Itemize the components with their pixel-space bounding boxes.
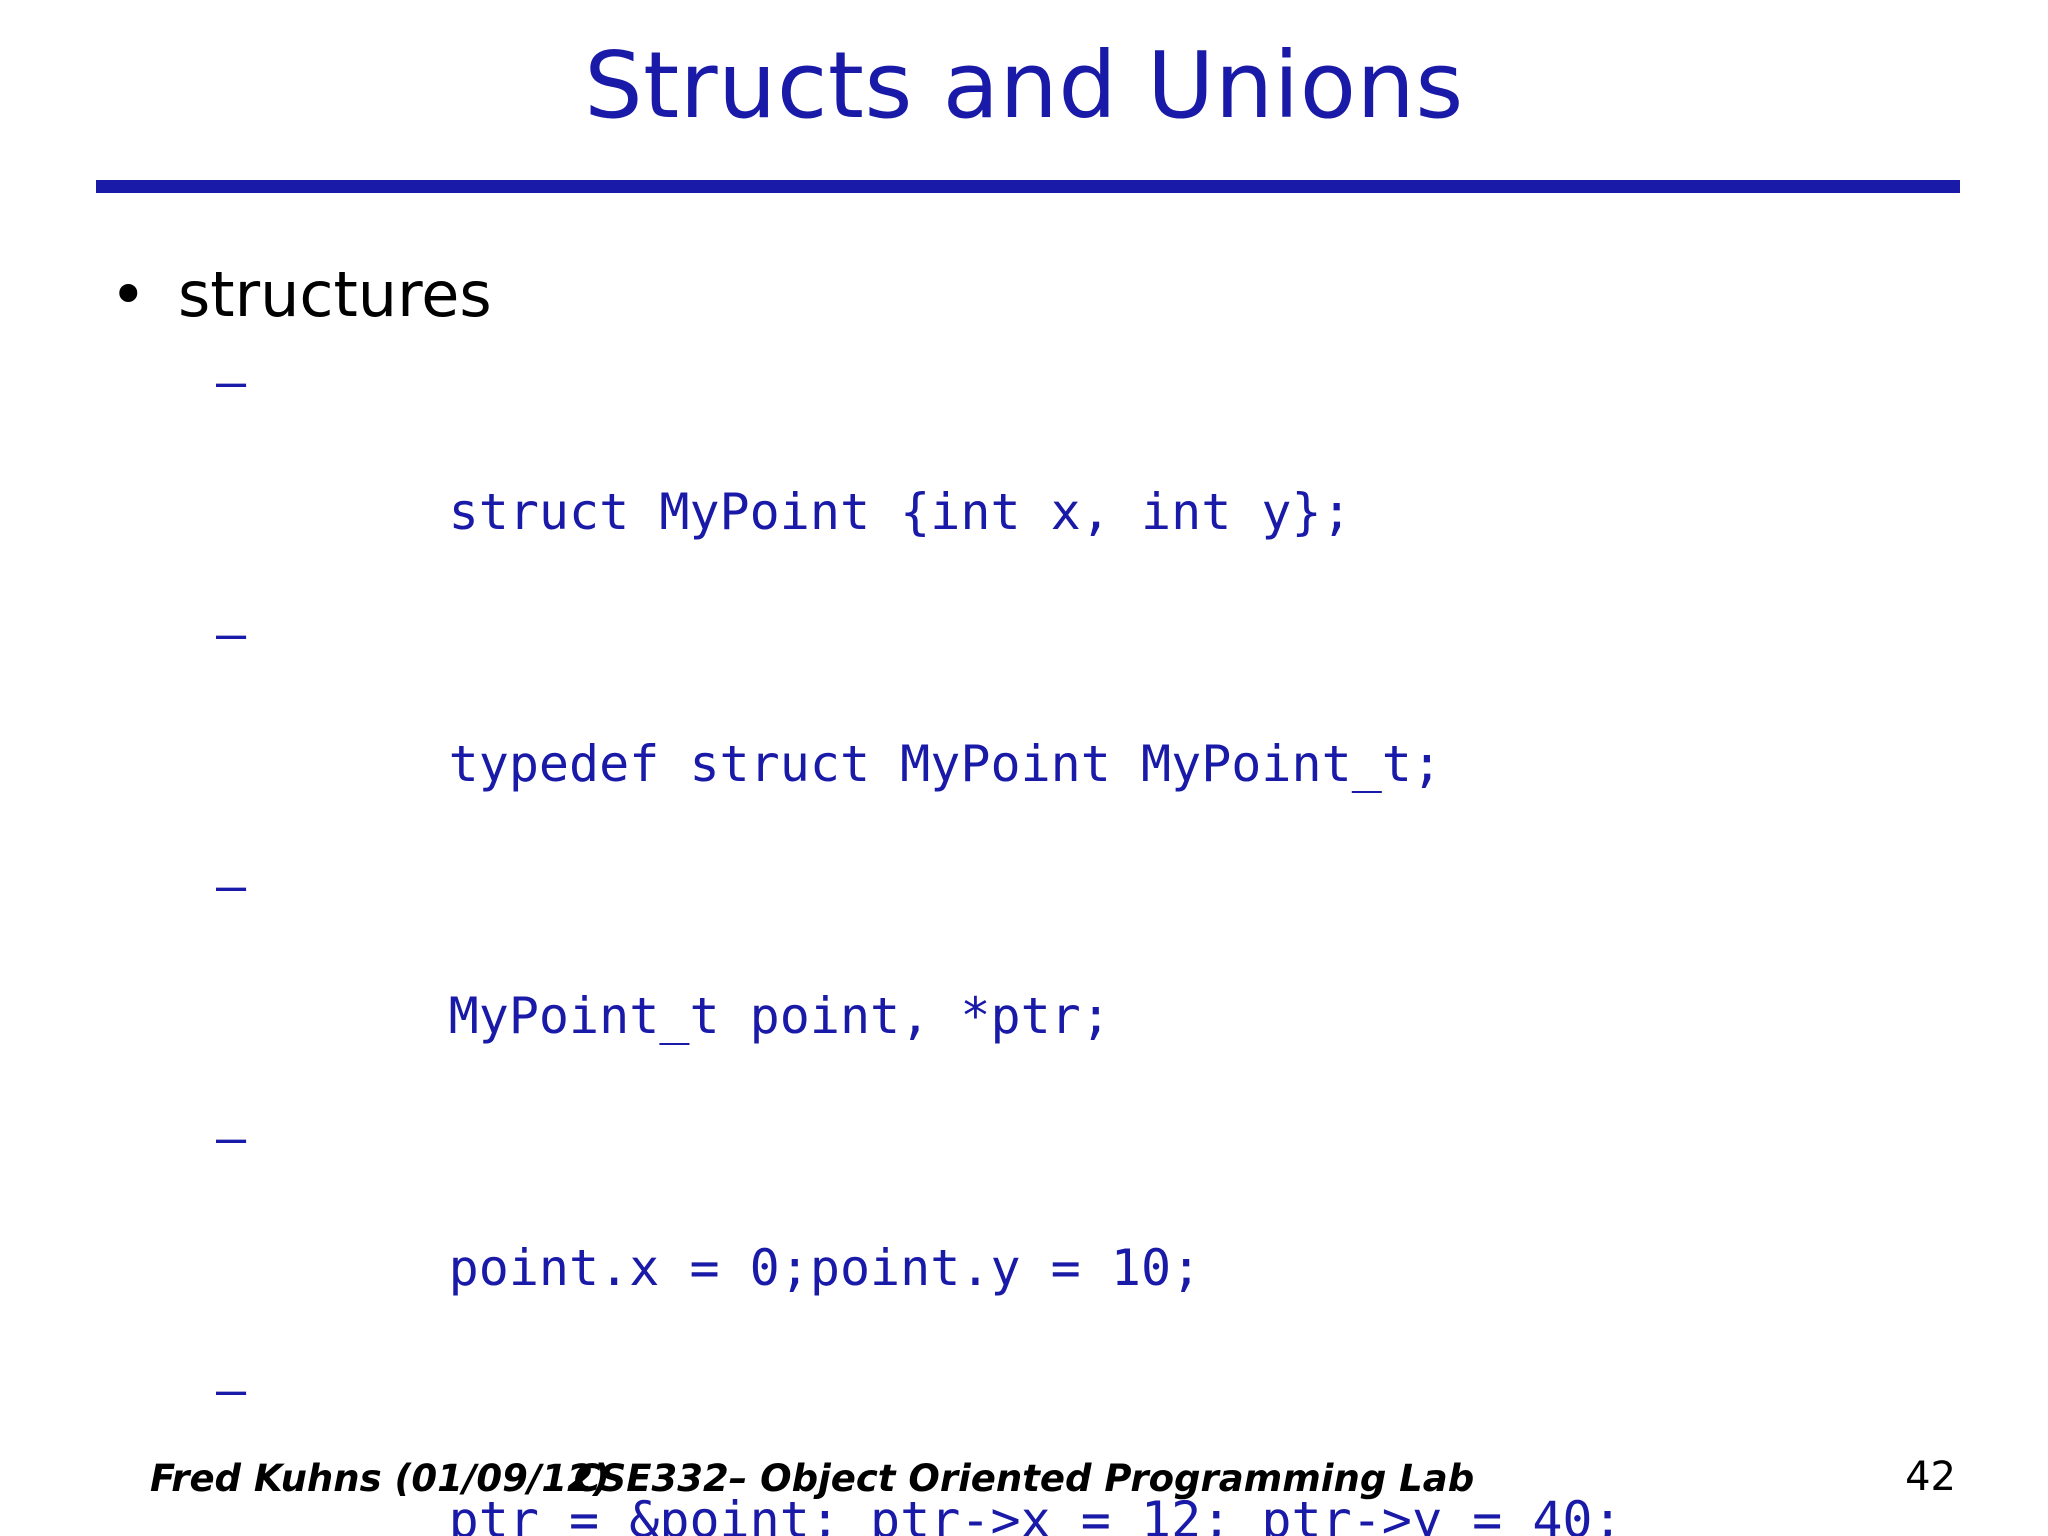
code-line-point-declare: – MyPoint_t point, *ptr; [0,857,2048,1111]
code-line-struct-decl: – struct MyPoint {int x, int y}; [0,353,2048,607]
dash-bullet-icon: – [216,857,247,916]
bullet-structures-label: structures [178,258,492,331]
dash-bullet-icon: – [216,605,247,664]
footer-page-number: 42 [1905,1454,1956,1500]
code-line-point-assign: – point.x = 0;point.y = 10; [0,1109,2048,1363]
footer-course: CSE332– Object Oriented Programming Lab [573,1457,1475,1500]
code-text: struct MyPoint {int x, int y}; [448,483,1352,542]
code-text: MyPoint_t point, *ptr; [448,987,1111,1046]
slide-body: • structures – struct MyPoint {int x, in… [0,258,2048,1536]
footer-author: Fred Kuhns (01/09/12) [150,1457,610,1500]
page-title: Structs and Unions [584,32,1464,139]
code-text: point.x = 0;point.y = 10; [448,1239,1202,1298]
title-divider [96,180,1960,193]
dash-bullet-icon: – [216,1361,247,1420]
bullet-dot-icon: • [110,258,147,331]
code-text: typedef struct MyPoint MyPoint_t; [448,735,1443,794]
dash-bullet-icon: – [216,353,247,412]
spacer [0,337,2048,355]
code-line-typedef: – typedef struct MyPoint MyPoint_t; [0,605,2048,859]
bullet-structures: • structures [0,258,2048,331]
dash-bullet-icon: – [216,1109,247,1168]
code-line-ptr-assign: – ptr = &point; ptr->x = 12; ptr->y = 40… [0,1361,2048,1536]
code-text: ptr = &point; ptr->x = 12; ptr->y = 40; [448,1491,1623,1536]
